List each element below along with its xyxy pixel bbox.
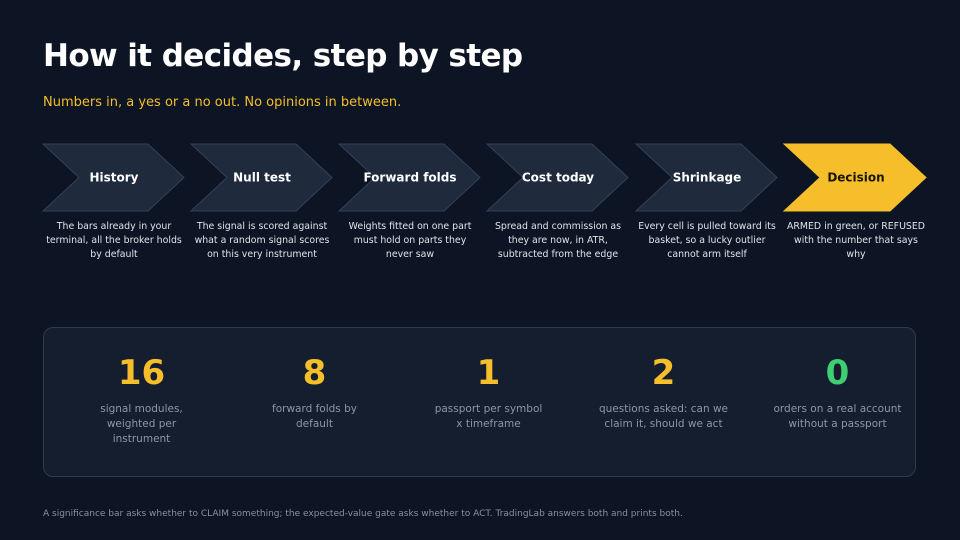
stat-passport: 1 passport per symbol x timeframe bbox=[401, 352, 576, 432]
stat-caption: signal modules, weighted per instrument bbox=[100, 403, 183, 445]
step-forward-folds: Forward folds bbox=[337, 143, 481, 212]
stat-forward-folds: 8 forward folds by default bbox=[227, 352, 402, 432]
step-null-test: Null test bbox=[189, 143, 333, 212]
chevron-shape bbox=[634, 143, 778, 212]
stat-caption: questions asked: can we claim it, should… bbox=[598, 403, 729, 430]
footnote: A significance bar asks whether to CLAIM… bbox=[43, 509, 683, 519]
stat-value: 2 bbox=[651, 353, 676, 393]
step-label: Decision bbox=[827, 171, 884, 185]
stat-value: 8 bbox=[302, 353, 327, 393]
stat-caption: orders on a real account without a passp… bbox=[773, 403, 902, 430]
stat-signal-modules: 16 signal modules, weighted per instrume… bbox=[54, 352, 229, 447]
step-description: The signal is scored against what a rand… bbox=[194, 221, 330, 260]
stat-caption: forward folds by default bbox=[272, 403, 357, 430]
step-label: Null test bbox=[233, 171, 291, 185]
process-flow: History Null test Forward folds Cost tod… bbox=[41, 143, 927, 212]
stats-panel: 16 signal modules, weighted per instrume… bbox=[43, 327, 916, 477]
page-subtitle: Numbers in, a yes or a no out. No opinio… bbox=[43, 95, 402, 110]
step-label: Shrinkage bbox=[673, 171, 742, 185]
page-title: How it decides, step by step bbox=[43, 38, 523, 74]
step-label: History bbox=[89, 171, 138, 185]
chevron-shape bbox=[782, 143, 927, 212]
stat-caption: passport per symbol x timeframe bbox=[434, 403, 543, 430]
stat-value: 16 bbox=[117, 353, 166, 393]
chevron-shape bbox=[337, 143, 481, 212]
step-history: History bbox=[41, 143, 185, 212]
stat-questions: 2 questions asked: can we claim it, shou… bbox=[576, 352, 751, 432]
step-decision: Decision bbox=[782, 143, 927, 212]
step-description: Every cell is pulled toward its basket, … bbox=[638, 221, 776, 260]
step-description: ARMED in green, or REFUSED with the numb… bbox=[786, 221, 926, 260]
step-cost-today: Cost today bbox=[485, 143, 629, 212]
chevron-shape bbox=[41, 143, 185, 212]
step-label: Cost today bbox=[522, 171, 594, 185]
step-description: Weights fitted on one part must hold on … bbox=[348, 221, 472, 260]
chevron-shape bbox=[485, 143, 629, 212]
step-shrinkage: Shrinkage bbox=[634, 143, 778, 212]
step-label: Forward folds bbox=[363, 171, 456, 185]
stat-orders: 0 orders on a real account without a pas… bbox=[750, 352, 925, 432]
step-description: The bars already in your terminal, all t… bbox=[46, 221, 182, 260]
chevron-shape bbox=[189, 143, 333, 212]
stat-value: 0 bbox=[825, 353, 850, 393]
stat-value: 1 bbox=[476, 353, 501, 393]
step-description: Spread and commission as they are now, i… bbox=[494, 221, 622, 260]
